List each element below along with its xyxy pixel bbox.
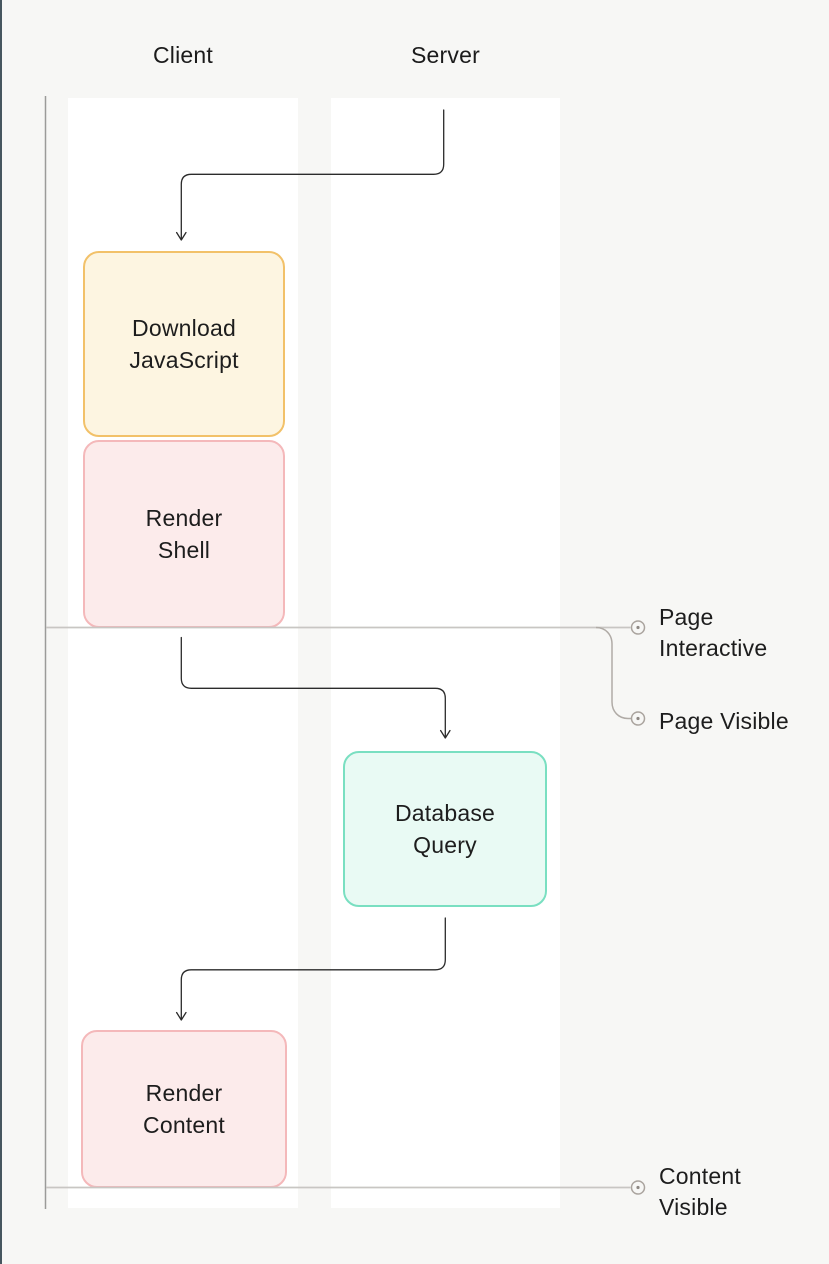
- node-render-shell: Render Shell: [83, 440, 285, 628]
- milestone-curve-page-visible: [595, 626, 631, 720]
- milestone-label-line: Content: [659, 1163, 741, 1189]
- milestone-label-page-visible: Page Visible: [659, 706, 789, 737]
- node-label-line: Render: [145, 1080, 223, 1106]
- milestone-label-line: Visible: [659, 1194, 728, 1220]
- node-label-line: Database: [394, 800, 496, 826]
- milestone-label-line: Page: [659, 604, 714, 630]
- node-label-line: Download: [132, 315, 236, 341]
- milestone-circle-page-interactive-icon: [630, 620, 646, 635]
- milestone-circle-page-visible-icon: [630, 711, 646, 726]
- column-header-server: Server: [411, 42, 480, 68]
- node-label-line: Render: [145, 505, 223, 531]
- milestone-label-line: Page Visible: [659, 708, 789, 734]
- node-label-line: Query: [413, 832, 477, 858]
- node-label-line: JavaScript: [129, 347, 239, 373]
- milestone-circle-content-visible-icon: [630, 1180, 646, 1195]
- milestone-label-line: Interactive: [659, 635, 768, 661]
- node-database-query: Database Query: [343, 751, 547, 907]
- milestone-label-content-visible: Content Visible: [659, 1161, 741, 1223]
- column-header-client: Client: [152, 42, 213, 68]
- node-label-line: Shell: [157, 537, 211, 563]
- node-render-content: Render Content: [81, 1030, 287, 1188]
- node-download-javascript: Download JavaScript: [83, 251, 285, 437]
- lane-server: [331, 98, 560, 1208]
- milestone-label-page-interactive: Page Interactive: [659, 602, 767, 664]
- node-label-line: Content: [143, 1112, 225, 1138]
